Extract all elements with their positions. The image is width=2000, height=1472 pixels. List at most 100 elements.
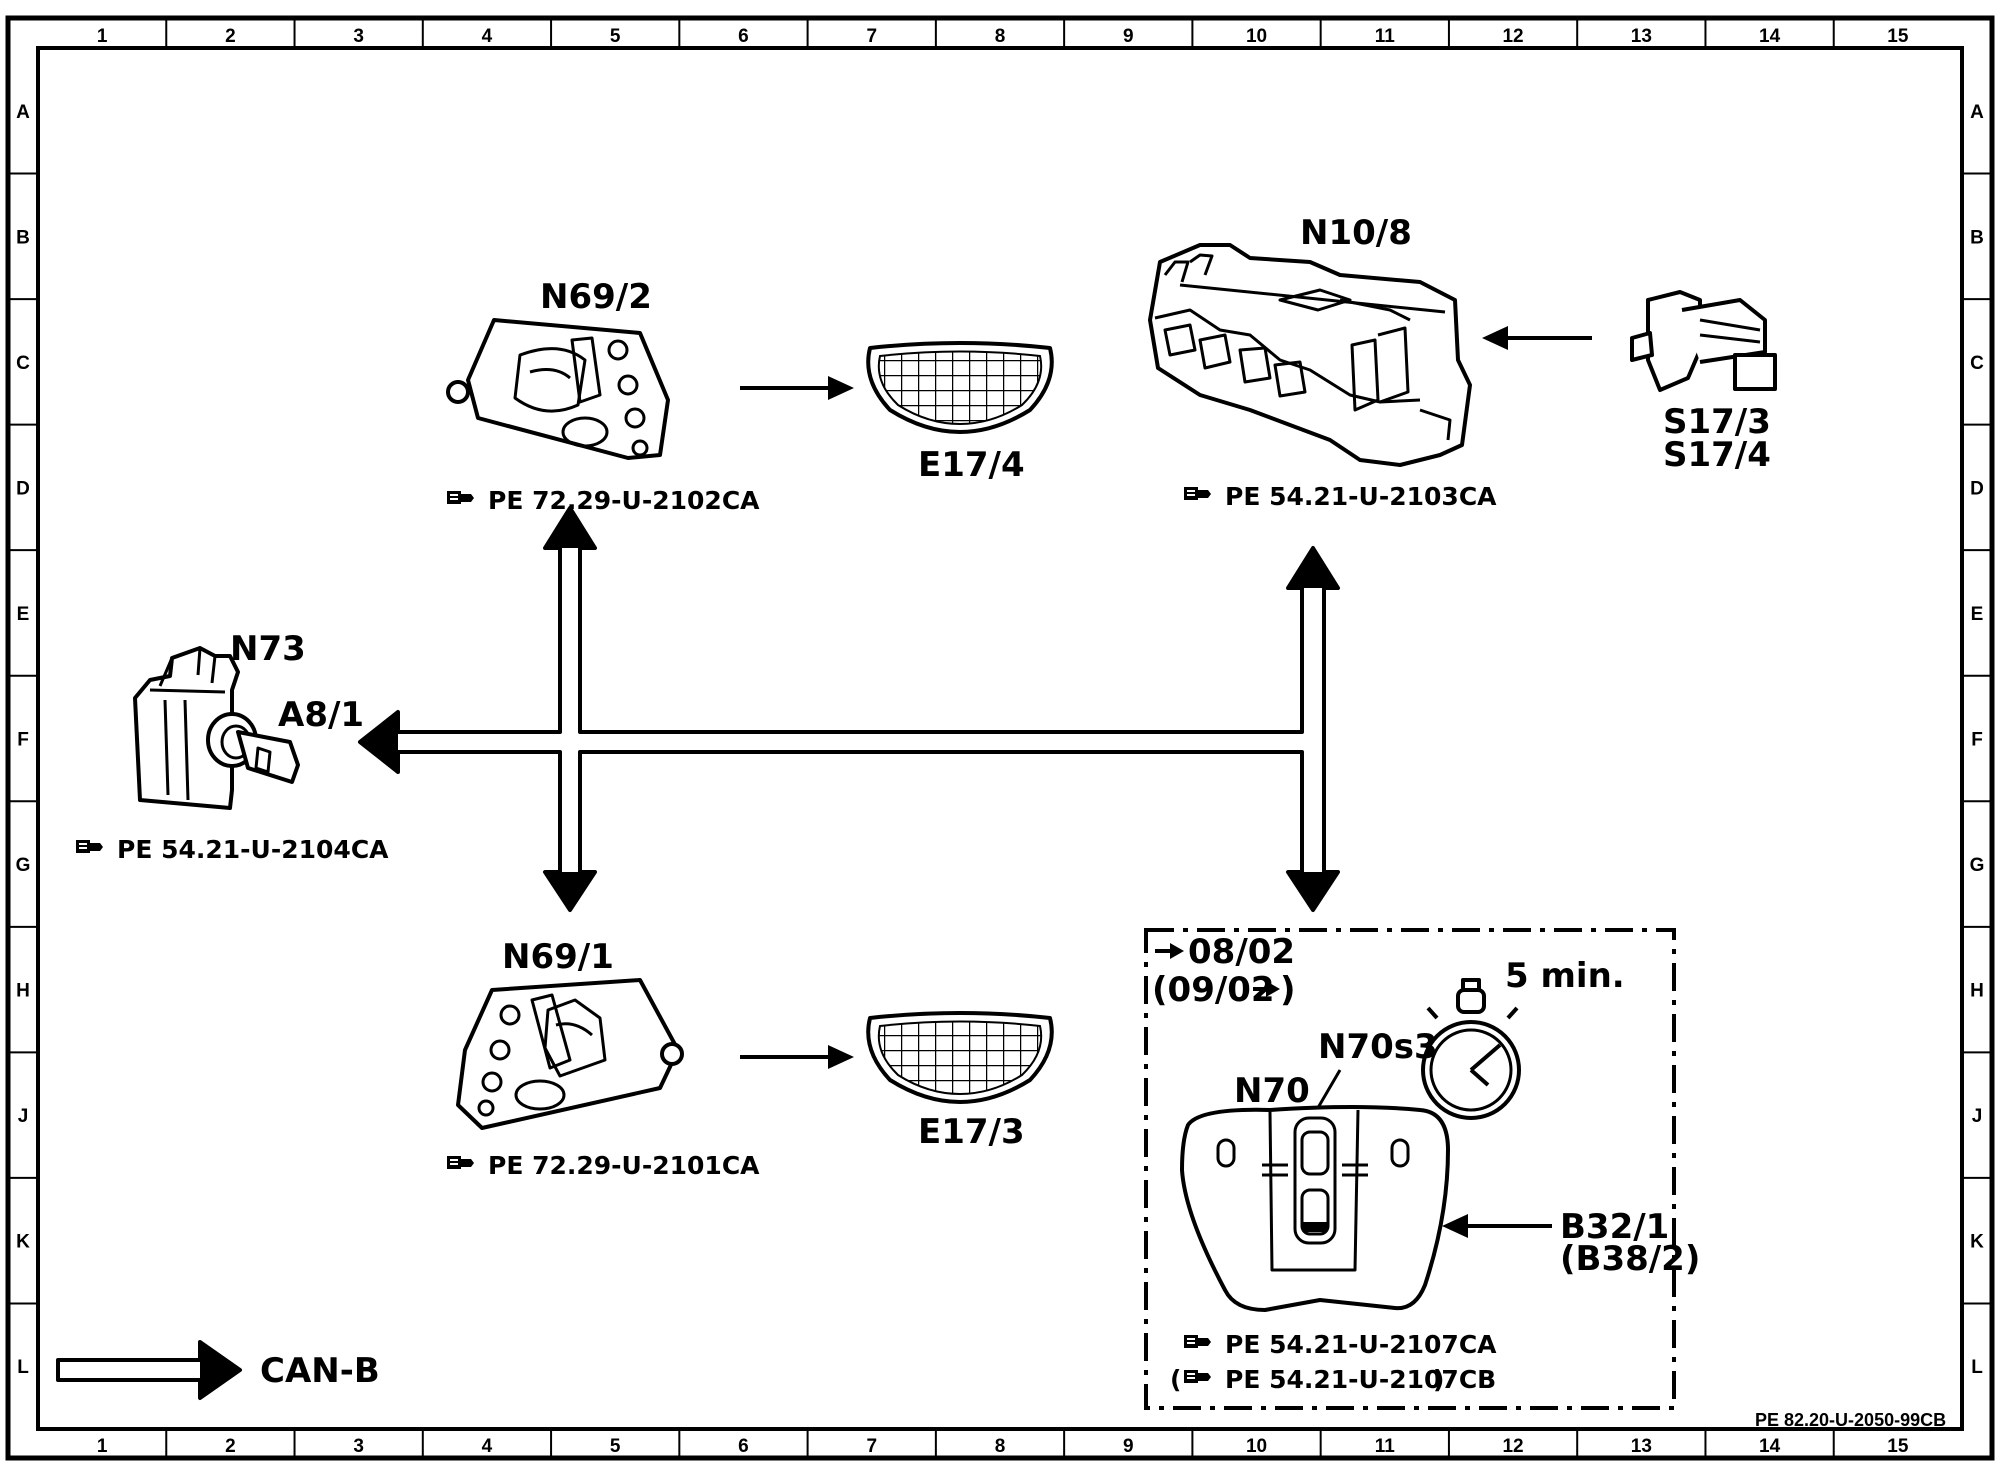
grid-row-label: D — [16, 478, 30, 499]
grid-column-label: 9 — [1123, 26, 1134, 47]
grid-row-label: B — [16, 227, 30, 248]
grid-row-label: B — [1970, 227, 1984, 248]
n10-8-sam-module — [1148, 243, 1472, 467]
grid-column-label: 5 — [610, 26, 621, 47]
n10-8-label: N10/8 — [1300, 213, 1412, 253]
drawing-reference: PE 82.20-U-2050-99CB — [1755, 1410, 1946, 1430]
grid-column-label: 13 — [1631, 1436, 1652, 1457]
svg-text:PE 54.21-U-2107CB: PE 54.21-U-2107CB — [1225, 1365, 1496, 1394]
grid-column-label: 5 — [610, 1436, 621, 1457]
grid-ticks — [8, 18, 1992, 1458]
grid-column-label: 15 — [1887, 1436, 1909, 1457]
n69-1-label: N69/1 — [502, 937, 614, 977]
grid-row-label: E — [1971, 604, 1984, 625]
grid-row-label: D — [1970, 478, 1984, 499]
n73-ref: PE 54.21-U-2104CA — [76, 835, 389, 864]
grid-row-label: G — [16, 855, 31, 876]
svg-text:PE 54.21-U-2107CA: PE 54.21-U-2107CA — [1225, 1330, 1497, 1359]
grid-column-label: 7 — [866, 26, 877, 47]
grid-column-label: 10 — [1246, 1436, 1267, 1457]
grid-column-label: 7 — [866, 1436, 877, 1457]
grid-column-label: 4 — [482, 26, 493, 47]
s17-4-label: S17/4 — [1663, 435, 1771, 475]
svg-text:): ) — [1280, 970, 1296, 1010]
book-icon — [76, 840, 103, 853]
svg-text:): ) — [1433, 1365, 1444, 1394]
grid-column-label: 8 — [995, 1436, 1006, 1457]
timer-duration: 5 min. — [1505, 956, 1625, 996]
e17-3-label: E17/3 — [918, 1112, 1025, 1152]
book-icon — [1184, 1370, 1211, 1383]
n70-date-from: 08/02 — [1188, 932, 1295, 972]
can-b-label: CAN-B — [260, 1351, 380, 1391]
grid-column-label: 14 — [1759, 1436, 1781, 1457]
grid-row-label: F — [17, 730, 29, 751]
grid-column-label: 11 — [1375, 1436, 1396, 1457]
svg-text:PE 72.29-U-2102CA: PE 72.29-U-2102CA — [488, 486, 760, 515]
grid-row-label: C — [1970, 353, 1984, 374]
grid-column-label: 4 — [482, 1436, 493, 1457]
grid-row-label: E — [17, 604, 30, 625]
svg-text:PE 54.21-U-2103CA: PE 54.21-U-2103CA — [1225, 482, 1497, 511]
book-icon — [1184, 487, 1211, 500]
b38-2-label: (B38/2) — [1560, 1239, 1700, 1279]
grid-column-label: 3 — [353, 1436, 364, 1457]
n70-ref-1: PE 54.21-U-2107CA — [1184, 1330, 1497, 1359]
stopwatch-icon — [1421, 978, 1521, 1120]
grid-labels: 1122334455667788991010111112121313141415… — [16, 26, 1985, 1457]
grid-row-label: H — [1970, 981, 1984, 1002]
grid-column-label: 14 — [1759, 26, 1781, 47]
grid-column-label: 6 — [738, 1436, 749, 1457]
n70s3-label: N70s3 — [1318, 1027, 1438, 1067]
grid-column-label: 9 — [1123, 1436, 1134, 1457]
n70-group: 08/02 (09/02 ) 5 min. N70s3 N70 — [1144, 928, 1676, 1410]
e17-4-lamp — [866, 341, 1054, 434]
grid-row-label: K — [1970, 1232, 1984, 1253]
svg-text:PE 54.21-U-2104CA: PE 54.21-U-2104CA — [117, 835, 389, 864]
svg-text:(: ( — [1170, 1365, 1181, 1394]
grid-row-label: J — [18, 1106, 29, 1127]
n70-overhead-control-panel — [1180, 1105, 1450, 1312]
grid-column-label: 1 — [97, 1436, 108, 1457]
s17-door-contact-switch — [1630, 290, 1777, 392]
grid-column-label: 8 — [995, 26, 1006, 47]
n10-8-ref: PE 54.21-U-2103CA — [1184, 482, 1497, 511]
n70-label: N70 — [1234, 1071, 1310, 1111]
grid-row-label: H — [16, 981, 30, 1002]
n69-2-ref: PE 72.29-U-2102CA — [447, 486, 760, 515]
grid-column-label: 6 — [738, 26, 749, 47]
grid-row-label: F — [1971, 730, 1983, 751]
grid-column-label: 2 — [225, 1436, 236, 1457]
svg-text:PE 72.29-U-2101CA: PE 72.29-U-2101CA — [488, 1151, 760, 1180]
a8-1-label: A8/1 — [278, 695, 364, 735]
grid-row-label: K — [16, 1232, 30, 1253]
grid-column-label: 13 — [1631, 26, 1652, 47]
e17-3-lamp — [866, 1011, 1054, 1104]
n69-2-control-module — [446, 318, 670, 460]
n69-1-ref: PE 72.29-U-2101CA — [447, 1151, 760, 1180]
grid-row-label: C — [16, 353, 30, 374]
grid-column-label: 12 — [1502, 26, 1523, 47]
e17-4-label: E17/4 — [918, 445, 1025, 485]
grid-row-label: L — [17, 1357, 29, 1378]
book-icon — [447, 1156, 474, 1169]
can-b-legend: CAN-B — [56, 1340, 380, 1400]
grid-column-label: 10 — [1246, 26, 1267, 47]
drawing-frame — [5, 15, 1995, 1461]
s17-3-label: S17/3 — [1663, 402, 1771, 442]
grid-column-label: 11 — [1375, 26, 1396, 47]
grid-column-label: 12 — [1502, 1436, 1523, 1457]
grid-column-label: 15 — [1887, 26, 1909, 47]
n69-2-label: N69/2 — [540, 277, 652, 317]
arrow-right-icon — [1253, 981, 1280, 997]
book-icon — [1184, 1335, 1211, 1348]
n69-1-control-module — [456, 978, 684, 1130]
grid-row-label: G — [1970, 855, 1985, 876]
grid-row-label: A — [16, 102, 30, 123]
grid-column-label: 3 — [353, 26, 364, 47]
n73-eis-module — [133, 646, 300, 810]
book-icon — [447, 491, 474, 504]
b32-1-label: B32/1 — [1560, 1207, 1669, 1247]
grid-row-label: A — [1970, 102, 1984, 123]
